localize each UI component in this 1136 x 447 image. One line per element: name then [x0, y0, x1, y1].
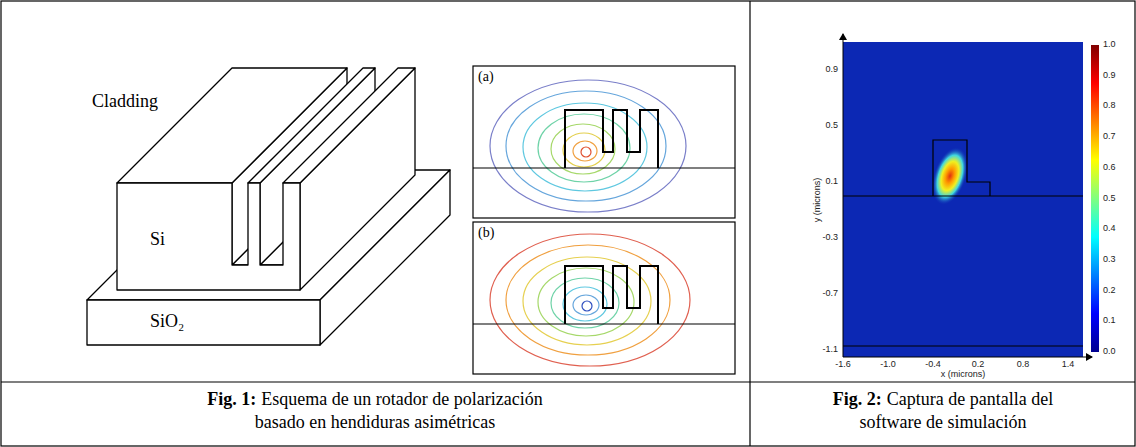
- colorbar-tick: 0.4: [1103, 224, 1116, 234]
- caption-text: Esquema de un rotador de polarización ba…: [255, 389, 543, 432]
- colorbar-tick: 0.1: [1103, 316, 1116, 326]
- colorbar-tick: 0.7: [1103, 132, 1116, 142]
- axis-tick: -1.0: [880, 360, 896, 370]
- axis-tick: -0.3: [822, 233, 838, 243]
- colorbar-tick: 0.3: [1103, 255, 1116, 265]
- colorbar-tick: 0.2: [1103, 286, 1116, 296]
- axis-tick: 0.5: [825, 121, 838, 131]
- colorbar-tick: 0.6: [1103, 163, 1116, 173]
- axis-tick: -1.6: [835, 360, 851, 370]
- simulation-plot: [843, 34, 1099, 357]
- caption-text: Captura de pantalla del software de simu…: [860, 389, 1054, 432]
- axis-tick: 0.1: [825, 177, 838, 187]
- mode-inset-b: [473, 222, 735, 374]
- figure-caption: Fig. 2:Captura de pantalla del software …: [812, 388, 1074, 435]
- panel-tag: (a): [478, 69, 494, 84]
- figure-caption: Fig. 1:Esquema de un rotador de polariza…: [185, 388, 565, 435]
- axis-tick: 0.8: [1017, 360, 1030, 370]
- material-label: Si: [150, 230, 165, 250]
- axis-tick: -1.1: [822, 345, 838, 355]
- colorbar-tick: 0.0: [1103, 347, 1116, 357]
- rotator-3d: [87, 68, 450, 345]
- axis-tick: -0.7: [822, 289, 838, 299]
- material-label: SiO₂: [150, 312, 184, 332]
- region-label: Cladding: [92, 92, 158, 112]
- caption-number: Fig. 1:: [207, 389, 256, 409]
- mode-inset-a: [473, 66, 735, 218]
- colorbar-tick: 0.9: [1103, 71, 1116, 81]
- caption-number: Fig. 2:: [833, 389, 882, 409]
- colorbar-tick: 0.8: [1103, 101, 1116, 111]
- colorbar-tick: 0.5: [1103, 194, 1116, 204]
- axis-tick: -0.4: [925, 360, 941, 370]
- colorbar-tick: 1.0: [1103, 40, 1116, 50]
- axis-title: y (microns): [813, 178, 823, 223]
- axis-tick: 1.4: [1062, 360, 1075, 370]
- axis-tick: 0.9: [825, 65, 838, 75]
- axis-tick: 0.2: [972, 360, 985, 370]
- axis-title: x (microns): [941, 370, 986, 380]
- panel-tag: (b): [478, 225, 494, 240]
